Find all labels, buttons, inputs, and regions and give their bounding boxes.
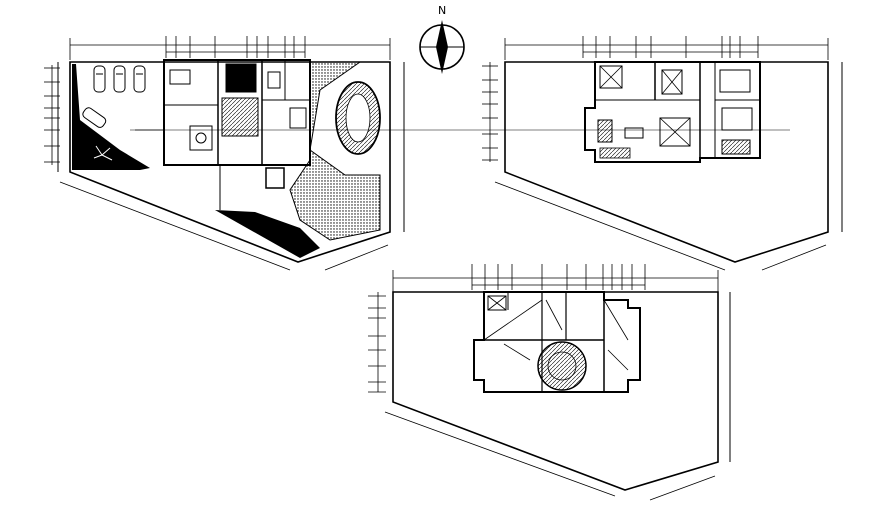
top-dimension-line — [504, 36, 829, 60]
garden-strip — [215, 210, 320, 258]
ground-floor-building — [135, 59, 311, 210]
north-label: N — [438, 4, 446, 17]
roof-outline — [473, 291, 641, 393]
site-boundary — [392, 291, 719, 491]
top-dimension-line — [392, 264, 719, 292]
tree-icon — [537, 341, 587, 391]
landscape-area — [289, 61, 381, 241]
north-arrow-icon: N — [419, 4, 465, 74]
left-dimension-line — [368, 292, 386, 393]
car-icon — [82, 65, 146, 128]
top-dimension-line — [69, 36, 391, 60]
roof-plan — [368, 264, 731, 501]
left-dimension-line — [44, 65, 60, 165]
first-floor-plan — [480, 36, 843, 271]
ground-floor-plan — [44, 36, 480, 271]
garden-area — [72, 64, 150, 170]
site-boundary — [504, 61, 829, 263]
pool-icon — [335, 81, 381, 155]
tree-icon — [93, 145, 113, 161]
first-floor-building — [584, 61, 761, 163]
left-dimension-line — [482, 62, 498, 162]
